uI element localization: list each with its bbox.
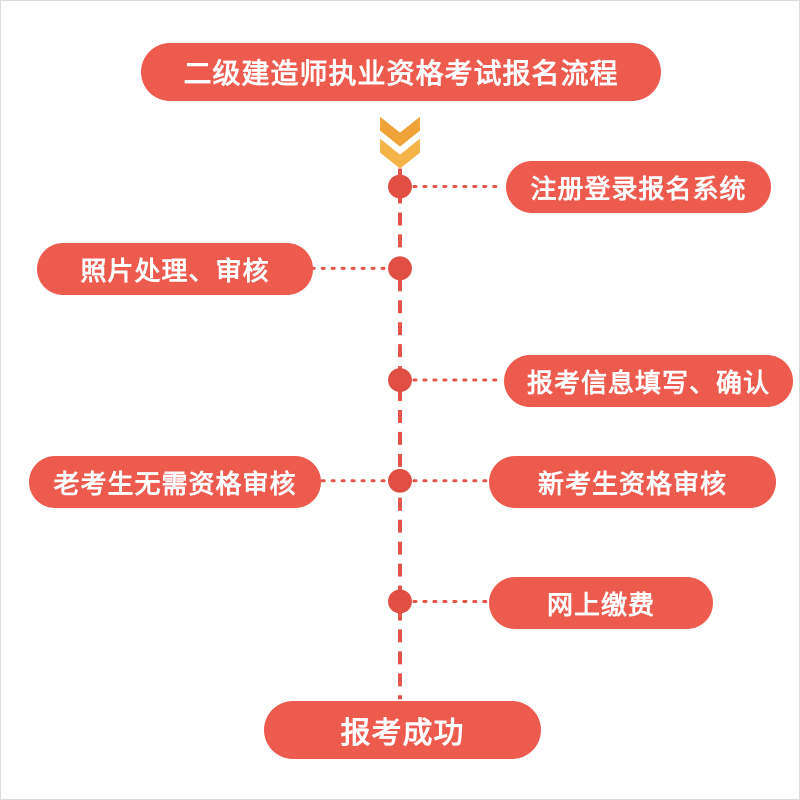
flowchart-title: 二级建造师执业资格考试报名流程 [141,43,661,101]
node-dot-photo-review [388,256,412,281]
step-pill-register-login: 注册登录报名系统 [506,161,771,213]
node-dot-register-login [388,174,412,199]
node-dot-candidate-review [388,468,412,493]
result-pill: 报考成功 [264,701,541,759]
step-pill-old-candidate: 老考生无需资格审核 [29,456,321,508]
double-chevron-down-icon [380,138,420,169]
step-pill-online-payment: 网上缴费 [489,577,713,629]
step-pill-photo-review: 照片处理、审核 [37,243,313,295]
step-pill-new-candidate: 新考生资格审核 [489,456,776,508]
node-dot-online-payment [388,589,412,614]
double-chevron-down-icon [380,116,420,147]
step-pill-info-confirm: 报考信息填写、确认 [504,355,793,407]
node-dot-info-confirm [388,368,412,393]
